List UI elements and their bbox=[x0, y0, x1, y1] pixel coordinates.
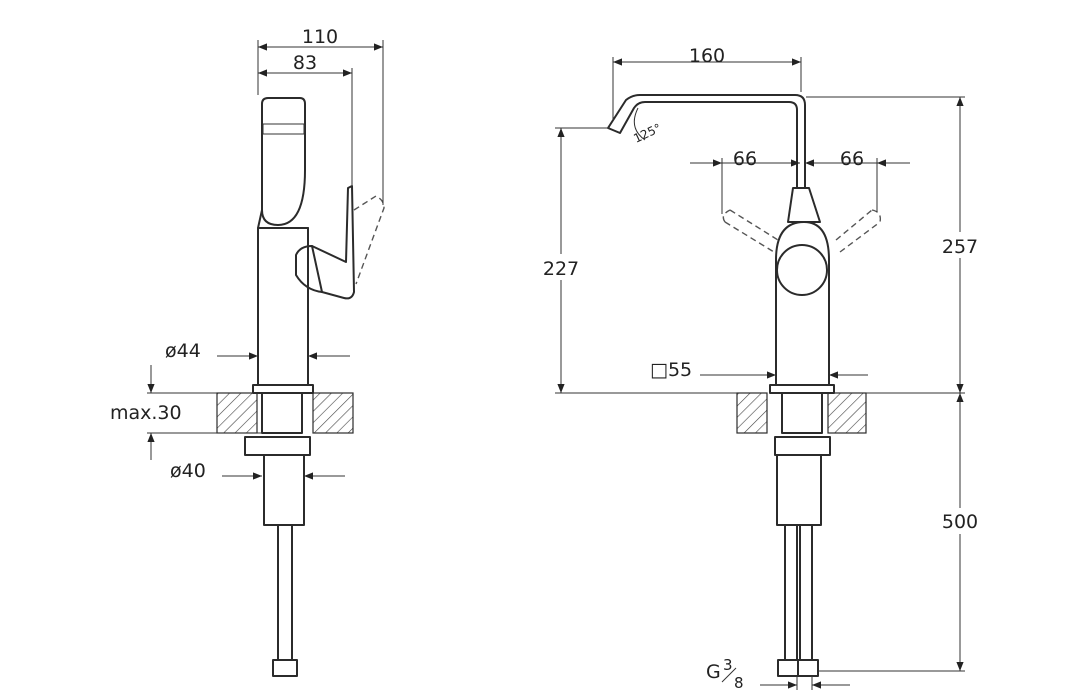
dim-connection-numerator: 3 bbox=[723, 656, 733, 674]
countertop-right bbox=[312, 392, 354, 434]
dim-countertop-max: max.30 bbox=[110, 402, 182, 424]
dim-hose-length: 500 bbox=[942, 511, 978, 533]
dim-body-diameter: ø44 bbox=[165, 340, 201, 362]
dim-handle-right: 66 bbox=[840, 148, 864, 170]
front-handle-left-open bbox=[722, 209, 779, 253]
countertop-left bbox=[216, 392, 258, 434]
dim-width-handle: 83 bbox=[293, 52, 317, 74]
side-hose bbox=[277, 524, 293, 661]
dim-total-height: 257 bbox=[942, 236, 978, 258]
side-base-ring bbox=[252, 384, 314, 394]
side-head bbox=[261, 97, 306, 226]
front-nut bbox=[774, 436, 831, 456]
dim-spout-height: 227 bbox=[543, 258, 579, 280]
dim-body-square: □55 bbox=[650, 359, 692, 381]
side-aerator bbox=[262, 123, 305, 135]
front-hose-nut-left bbox=[777, 659, 799, 677]
dim-handle-left: 66 bbox=[733, 148, 757, 170]
side-nut bbox=[244, 436, 311, 456]
front-threaded-shank bbox=[776, 454, 822, 526]
dim-spout-angle: 125° bbox=[631, 121, 663, 146]
dim-connection-prefix: G bbox=[706, 661, 721, 683]
front-handle-right-open bbox=[835, 209, 882, 253]
side-lever bbox=[295, 185, 355, 300]
front-view: 160 125° 66 66 227 257 □55 500 bbox=[535, 45, 985, 692]
dim-width-overall: 110 bbox=[302, 26, 338, 48]
side-lever-joint bbox=[311, 245, 323, 293]
front-handle-hub bbox=[776, 244, 828, 296]
front-handle-stem bbox=[787, 187, 821, 223]
front-base-ring bbox=[769, 384, 835, 394]
dim-connection-denominator: 8 bbox=[734, 674, 744, 692]
countertop-left-front bbox=[736, 392, 768, 434]
front-shank bbox=[781, 392, 823, 434]
front-hose-nut-right bbox=[797, 659, 819, 677]
front-body bbox=[775, 221, 830, 386]
side-view: 110 83 ø44 max.30 ø40 bbox=[110, 26, 385, 677]
front-hose-left bbox=[784, 524, 798, 661]
countertop-right-front bbox=[827, 392, 867, 434]
front-hose-right bbox=[799, 524, 813, 661]
side-body bbox=[257, 227, 309, 386]
side-threaded-shank bbox=[263, 454, 305, 526]
dim-spout-reach: 160 bbox=[689, 45, 725, 67]
dim-shank-diameter: ø40 bbox=[170, 460, 206, 482]
side-shank bbox=[261, 392, 303, 434]
side-lever-open bbox=[353, 195, 385, 285]
side-hose-nut bbox=[272, 659, 298, 677]
